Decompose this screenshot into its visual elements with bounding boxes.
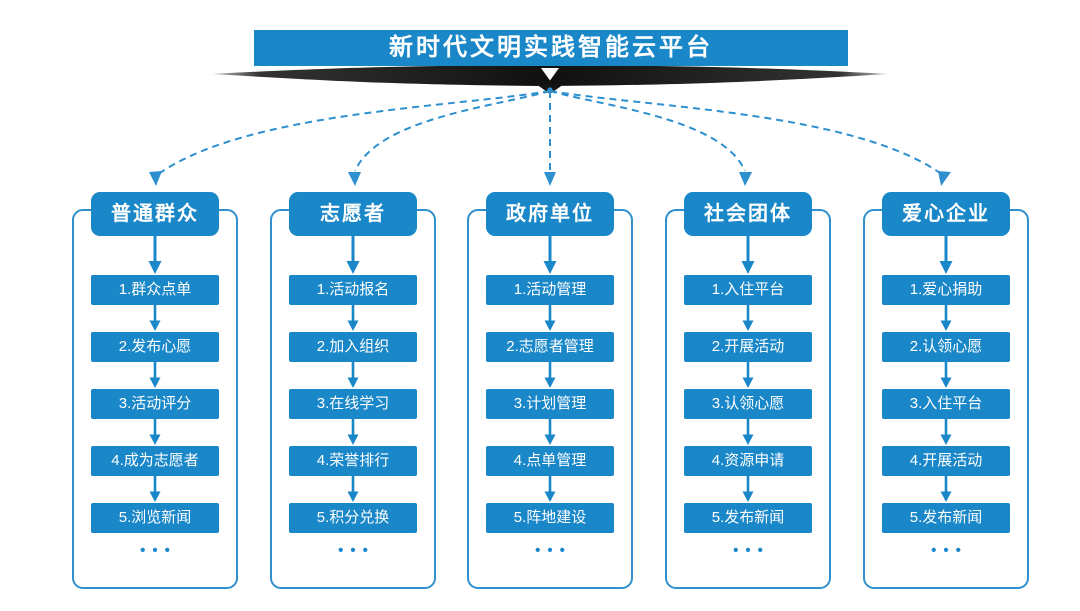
flow-step: 2.志愿者管理 — [486, 332, 614, 362]
dashed-connector-2 — [354, 90, 551, 172]
down-arrow-icon — [542, 476, 558, 503]
down-arrow-icon — [740, 305, 756, 332]
dashed-connector-4 — [549, 90, 746, 172]
column-government-units: 政府单位 1.活动管理 2.志愿者管理 3.计划管理 4.点单管理 5.阵地建设… — [467, 192, 633, 592]
down-arrow-icon — [740, 419, 756, 446]
flow-step: 2.认领心愿 — [882, 332, 1010, 362]
flow-step: 4.成为志愿者 — [91, 446, 219, 476]
down-arrow-icon — [740, 362, 756, 389]
column-charity-enterprises: 爱心企业 1.爱心捐助 2.认领心愿 3.入住平台 4.开展活动 5.发布新闻 … — [863, 192, 1029, 592]
down-arrow-icon — [345, 236, 361, 275]
flow-step: 2.加入组织 — [289, 332, 417, 362]
connector-arrowhead-icon — [149, 171, 162, 186]
flow-step: 2.发布心愿 — [91, 332, 219, 362]
down-arrow-icon — [938, 236, 954, 275]
down-arrow-icon — [938, 476, 954, 503]
down-arrow-icon — [147, 236, 163, 275]
column-volunteers: 志愿者 1.活动报名 2.加入组织 3.在线学习 4.荣誉排行 5.积分兑换 •… — [270, 192, 436, 592]
connector-origin-dot — [547, 87, 553, 93]
ellipsis-dots: ••• — [733, 542, 770, 559]
connector-arrowhead-icon — [544, 172, 556, 186]
banner-arrow-icon — [541, 68, 559, 81]
flow-step: 5.积分兑换 — [289, 503, 417, 533]
connector-arrowhead-icon — [348, 172, 361, 186]
column-social-organizations: 社会团体 1.入住平台 2.开展活动 3.认领心愿 4.资源申请 5.发布新闻 … — [665, 192, 831, 592]
flow-step: 3.入住平台 — [882, 389, 1010, 419]
flow-step: 1.入住平台 — [684, 275, 812, 305]
down-arrow-icon — [542, 362, 558, 389]
flow-step: 2.开展活动 — [684, 332, 812, 362]
down-arrow-icon — [542, 305, 558, 332]
column-header: 政府单位 — [486, 192, 614, 236]
ellipsis-dots: ••• — [931, 542, 968, 559]
flow-step: 5.发布新闻 — [684, 503, 812, 533]
flow-step: 1.活动报名 — [289, 275, 417, 305]
ribbon-shape — [212, 65, 888, 86]
flow-step: 5.发布新闻 — [882, 503, 1010, 533]
down-arrow-icon — [147, 362, 163, 389]
down-arrow-icon — [740, 236, 756, 275]
down-arrow-icon — [542, 236, 558, 275]
column-header: 志愿者 — [289, 192, 417, 236]
down-arrow-icon — [542, 419, 558, 446]
down-arrow-icon — [345, 419, 361, 446]
flow-step: 4.开展活动 — [882, 446, 1010, 476]
down-arrow-icon — [345, 476, 361, 503]
down-arrow-icon — [147, 476, 163, 503]
down-arrow-icon — [938, 305, 954, 332]
column-header: 普通群众 — [91, 192, 219, 236]
flow-step: 4.点单管理 — [486, 446, 614, 476]
flow-step: 3.计划管理 — [486, 389, 614, 419]
flow-step: 4.资源申请 — [684, 446, 812, 476]
ellipsis-dots: ••• — [338, 542, 375, 559]
platform-title-banner: 新时代文明实践智能云平台 — [254, 30, 848, 66]
down-arrow-icon — [938, 419, 954, 446]
ellipsis-dots: ••• — [535, 542, 572, 559]
flow-step: 3.认领心愿 — [684, 389, 812, 419]
dashed-connector-1 — [159, 90, 551, 174]
down-arrow-icon — [740, 476, 756, 503]
flow-step: 1.爱心捐助 — [882, 275, 1010, 305]
connector-arrowhead-icon — [739, 172, 752, 186]
flow-step: 3.活动评分 — [91, 389, 219, 419]
flow-step: 4.荣誉排行 — [289, 446, 417, 476]
down-arrow-icon — [938, 362, 954, 389]
column-general-public: 普通群众 1.群众点单 2.发布心愿 3.活动评分 4.成为志愿者 5.浏览新闻… — [72, 192, 238, 592]
flow-step: 5.浏览新闻 — [91, 503, 219, 533]
flow-step: 1.活动管理 — [486, 275, 614, 305]
ribbon-tip — [536, 84, 564, 94]
down-arrow-icon — [345, 305, 361, 332]
down-arrow-icon — [345, 362, 361, 389]
down-arrow-icon — [147, 305, 163, 332]
column-header: 社会团体 — [684, 192, 812, 236]
flow-step: 5.阵地建设 — [486, 503, 614, 533]
flow-step: 3.在线学习 — [289, 389, 417, 419]
down-arrow-icon — [147, 419, 163, 446]
dashed-connector-5 — [549, 90, 941, 174]
ellipsis-dots: ••• — [140, 542, 177, 559]
column-header: 爱心企业 — [882, 192, 1010, 236]
flow-step: 1.群众点单 — [91, 275, 219, 305]
connector-arrowhead-icon — [938, 171, 951, 186]
